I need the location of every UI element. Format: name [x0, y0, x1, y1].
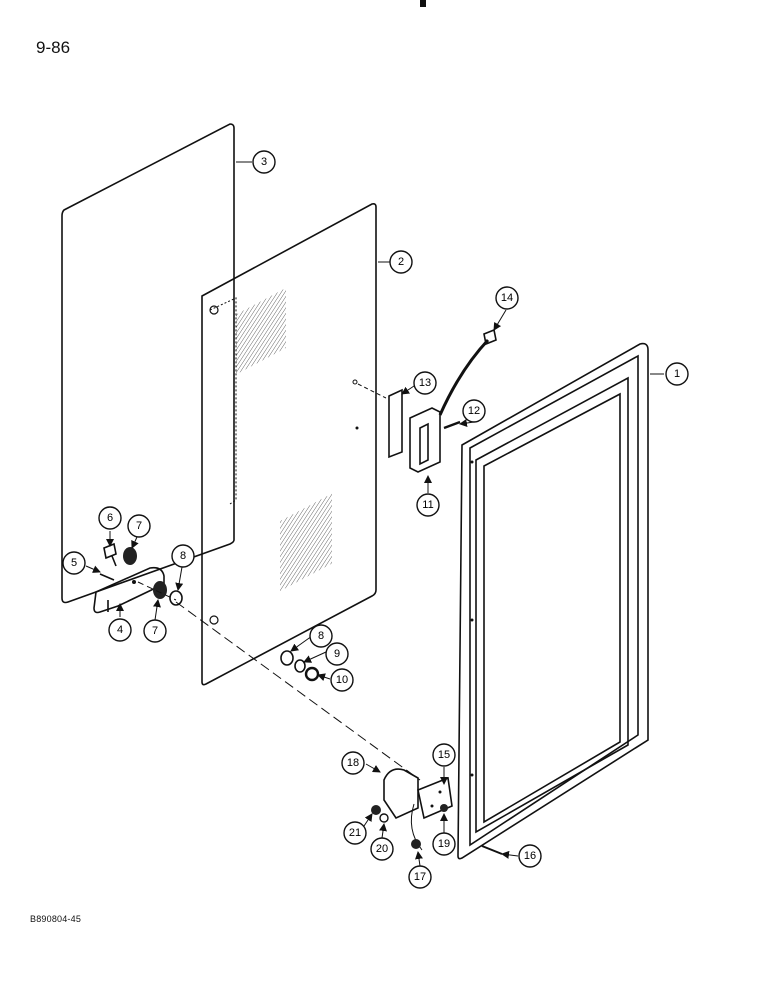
page-number: 9-86 [36, 38, 71, 57]
callout-20: 20 [370, 837, 394, 861]
svg-text:21: 21 [349, 827, 361, 839]
callout-21: 21 [343, 821, 367, 845]
svg-text:9: 9 [334, 648, 340, 660]
svg-text:13: 13 [419, 377, 431, 389]
svg-text:5: 5 [71, 557, 77, 569]
svg-text:8: 8 [318, 630, 324, 642]
leader-lines [85, 161, 664, 867]
svg-text:1: 1 [674, 368, 680, 380]
left-hardware-part [99, 542, 183, 606]
callout-7-lower: 7 [143, 619, 167, 643]
svg-text:18: 18 [347, 757, 359, 769]
callout-8-upper: 8 [171, 544, 195, 568]
callout-7-upper: 7 [127, 514, 151, 538]
callout-17: 17 [408, 865, 432, 889]
svg-text:7: 7 [152, 625, 158, 637]
assembly-guide-line [175, 601, 421, 781]
svg-text:7: 7 [136, 520, 142, 532]
lower-hardware-part [371, 768, 503, 855]
latch-assembly-part [352, 328, 497, 473]
callout-8-lower: 8 [309, 624, 333, 648]
callout-10: 10 [330, 668, 354, 692]
hinge-part [93, 566, 165, 614]
glass-panel-part [201, 203, 377, 686]
callout-5: 5 [62, 551, 86, 575]
svg-text:10: 10 [336, 674, 348, 686]
svg-text:16: 16 [524, 850, 536, 862]
middle-hardware-part [280, 650, 320, 682]
callout-11: 11 [416, 493, 440, 517]
assembly-guide-line-left [137, 581, 177, 601]
svg-text:14: 14 [501, 292, 513, 304]
page-top-mark [420, 0, 426, 7]
svg-text:8: 8 [180, 550, 186, 562]
callout-2: 2 [389, 250, 413, 274]
callout-13: 13 [413, 371, 437, 395]
svg-text:19: 19 [438, 838, 450, 850]
svg-text:6: 6 [107, 512, 113, 524]
callout-9: 9 [325, 642, 349, 666]
svg-text:20: 20 [376, 843, 388, 855]
svg-text:17: 17 [414, 871, 426, 883]
callout-18: 18 [341, 751, 365, 775]
callout-12: 12 [462, 399, 486, 423]
catalog-reference: B890804-45 [30, 914, 82, 924]
door-frame-part [457, 342, 649, 860]
svg-text:2: 2 [398, 256, 404, 268]
svg-text:3: 3 [261, 156, 267, 168]
callout-16: 16 [518, 844, 542, 868]
callout-4: 4 [108, 618, 132, 642]
svg-text:12: 12 [468, 405, 480, 417]
svg-text:11: 11 [422, 499, 433, 511]
callout-3: 3 [252, 150, 276, 174]
svg-text:4: 4 [117, 624, 123, 636]
callout-15: 15 [432, 743, 456, 767]
callout-19: 19 [432, 832, 456, 856]
callout-6: 6 [98, 506, 122, 530]
callout-14: 14 [495, 286, 519, 310]
seal-part [61, 123, 235, 604]
svg-text:15: 15 [438, 749, 450, 761]
callout-1: 1 [665, 362, 689, 386]
